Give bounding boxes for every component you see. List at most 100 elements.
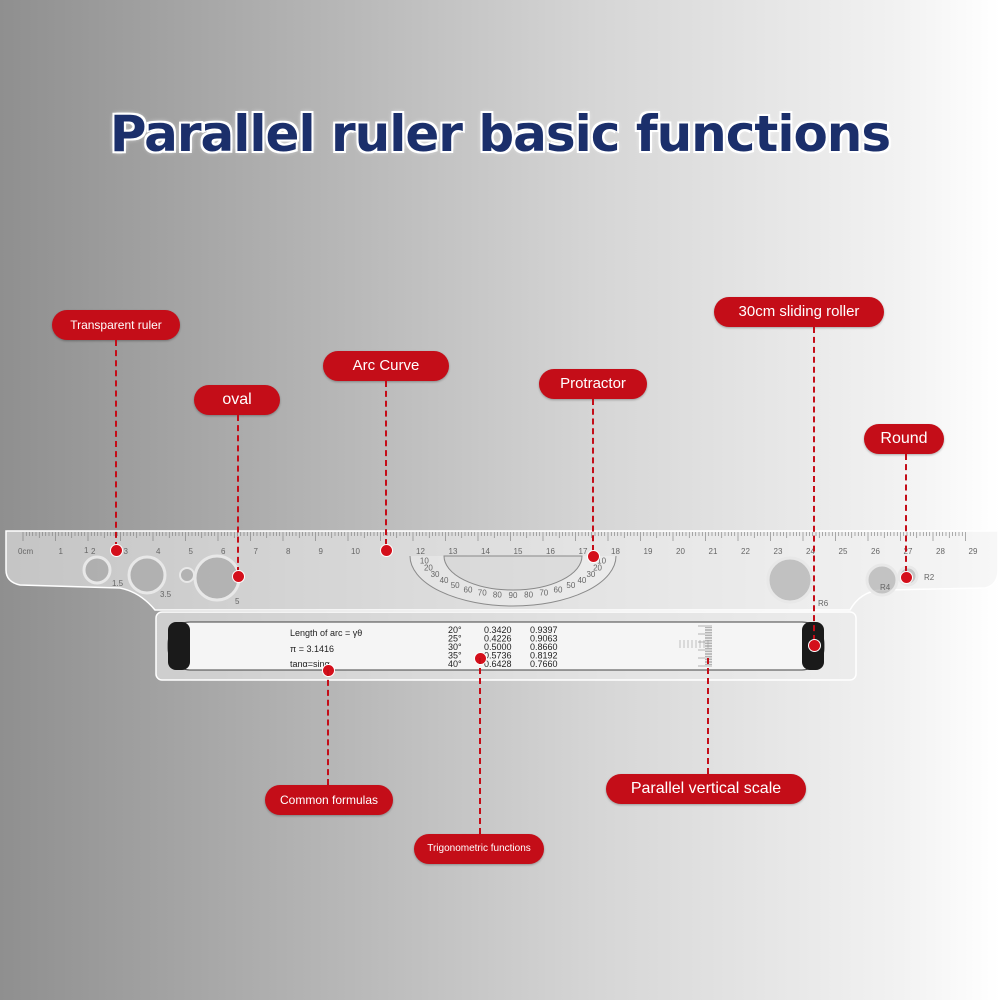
roller-end-left — [168, 622, 190, 670]
label-sliding-roller: 30cm sliding roller — [714, 297, 884, 327]
scale-number: 2 — [91, 547, 96, 556]
scale-number: 14 — [481, 547, 490, 556]
marker-protractor — [587, 550, 600, 563]
trig-angle: 20° — [448, 625, 462, 635]
scale-number: 16 — [546, 547, 555, 556]
protractor-number: 80 — [524, 590, 533, 599]
protractor-number: 20 — [593, 563, 602, 572]
scale-number: 20 — [676, 547, 685, 556]
scale-number: 4 — [156, 547, 161, 556]
trig-cos-value: 0.9397 — [530, 625, 558, 635]
protractor-number: 10 — [597, 556, 606, 565]
protractor-number: 60 — [554, 585, 563, 594]
round-hole-r6 — [766, 556, 814, 604]
oval-hole-small — [179, 567, 195, 583]
hole-label: R6 — [818, 599, 829, 608]
marker-transparent-ruler — [110, 544, 123, 557]
scale-number: 24 — [806, 547, 815, 556]
scale-number: 21 — [709, 547, 718, 556]
protractor-number: 70 — [539, 588, 548, 597]
protractor-inner-window — [443, 555, 583, 591]
label-transparent-ruler: Transparent ruler — [52, 310, 180, 340]
scale-number: 23 — [774, 547, 783, 556]
scale-number: 26 — [871, 547, 880, 556]
protractor-number: 50 — [566, 581, 575, 590]
formula-arc-length: Length of arc = γθ — [290, 628, 362, 638]
leader-arc-curve — [385, 381, 387, 545]
hole-label: R2 — [924, 573, 935, 582]
label-trig-functions: Trigonometric functions — [414, 834, 544, 864]
protractor-number: 80 — [493, 590, 502, 599]
protractor-number: 20 — [424, 563, 433, 572]
scale-number: 5 — [189, 547, 194, 556]
scale-number: 22 — [741, 547, 750, 556]
protractor-number: 40 — [577, 576, 586, 585]
trig-cos-value: 0.9063 — [530, 634, 558, 644]
trig-cos-value: 0.8192 — [530, 651, 558, 661]
scale-number: 29 — [969, 547, 978, 556]
trig-angle: 40° — [448, 659, 462, 669]
formula-pi: π = 3.1416 — [290, 644, 334, 654]
leader-common-formulas — [327, 670, 329, 785]
trig-sin-value: 0.4226 — [484, 634, 512, 644]
protractor-number: 10 — [420, 556, 429, 565]
trig-angle: 30° — [448, 642, 462, 652]
protractor — [409, 555, 617, 607]
cm-scale: 0cm1234567891011121314151617181920212223… — [18, 532, 978, 556]
marker-arc-curve — [380, 544, 393, 557]
leader-transparent-ruler — [115, 340, 117, 548]
hole-label: 1.5 — [112, 579, 124, 588]
oval-hole-1 — [82, 555, 112, 585]
hole-label: 5 — [235, 597, 240, 606]
scale-number: 25 — [839, 547, 848, 556]
label-arc-curve: Arc Curve — [323, 351, 449, 381]
formula-tan: tanα=sinα — [290, 659, 330, 669]
hole-label: 1 — [84, 546, 89, 555]
label-oval: oval — [194, 385, 280, 415]
scale-number: 8 — [286, 547, 291, 556]
page-title: Parallel ruler basic functions — [109, 105, 891, 163]
trig-cos-value: 0.8660 — [530, 642, 558, 652]
leader-round — [905, 454, 907, 572]
protractor-number: 50 — [451, 581, 460, 590]
trig-sin-value: 0.6428 — [484, 659, 512, 669]
trig-sin-value: 0.5736 — [484, 651, 512, 661]
scale-number: 3 — [124, 547, 129, 556]
hole-label: 3.5 — [160, 590, 172, 599]
scale-number: 15 — [514, 547, 523, 556]
oval-hole-1-5 — [127, 555, 167, 595]
scale-number: 17 — [579, 547, 588, 556]
protractor-number: 30 — [586, 570, 595, 579]
protractor-number: 70 — [478, 588, 487, 597]
trig-sin-value: 0.5000 — [484, 642, 512, 652]
scale-number: 6 — [221, 547, 226, 556]
scale-start-label: 0cm — [18, 547, 33, 556]
label-protractor: Protractor — [539, 369, 647, 399]
leader-protractor — [592, 399, 594, 551]
ruler-body — [5, 530, 999, 611]
scale-number: 27 — [904, 547, 913, 556]
parallel-vertical-scale-marks — [679, 625, 712, 667]
label-round: Round — [864, 424, 944, 454]
hole-label: R4 — [880, 583, 891, 592]
trig-angle: 25° — [448, 634, 462, 644]
scale-number: 1 — [59, 547, 64, 556]
marker-round — [900, 571, 913, 584]
marker-oval — [232, 570, 245, 583]
leader-sliding-roller — [813, 327, 815, 641]
trig-cos-value: 0.7660 — [530, 659, 558, 669]
leader-vertical-scale — [707, 658, 709, 774]
scale-number: 18 — [611, 547, 620, 556]
trig-angle: 35° — [448, 651, 462, 661]
scale-number: 19 — [644, 547, 653, 556]
protractor-number: 40 — [440, 576, 449, 585]
leader-oval — [237, 415, 239, 573]
scale-number: 10 — [351, 547, 360, 556]
protractor-number: 90 — [509, 591, 518, 600]
scale-number: 12 — [416, 547, 425, 556]
protractor-number: 30 — [431, 570, 440, 579]
